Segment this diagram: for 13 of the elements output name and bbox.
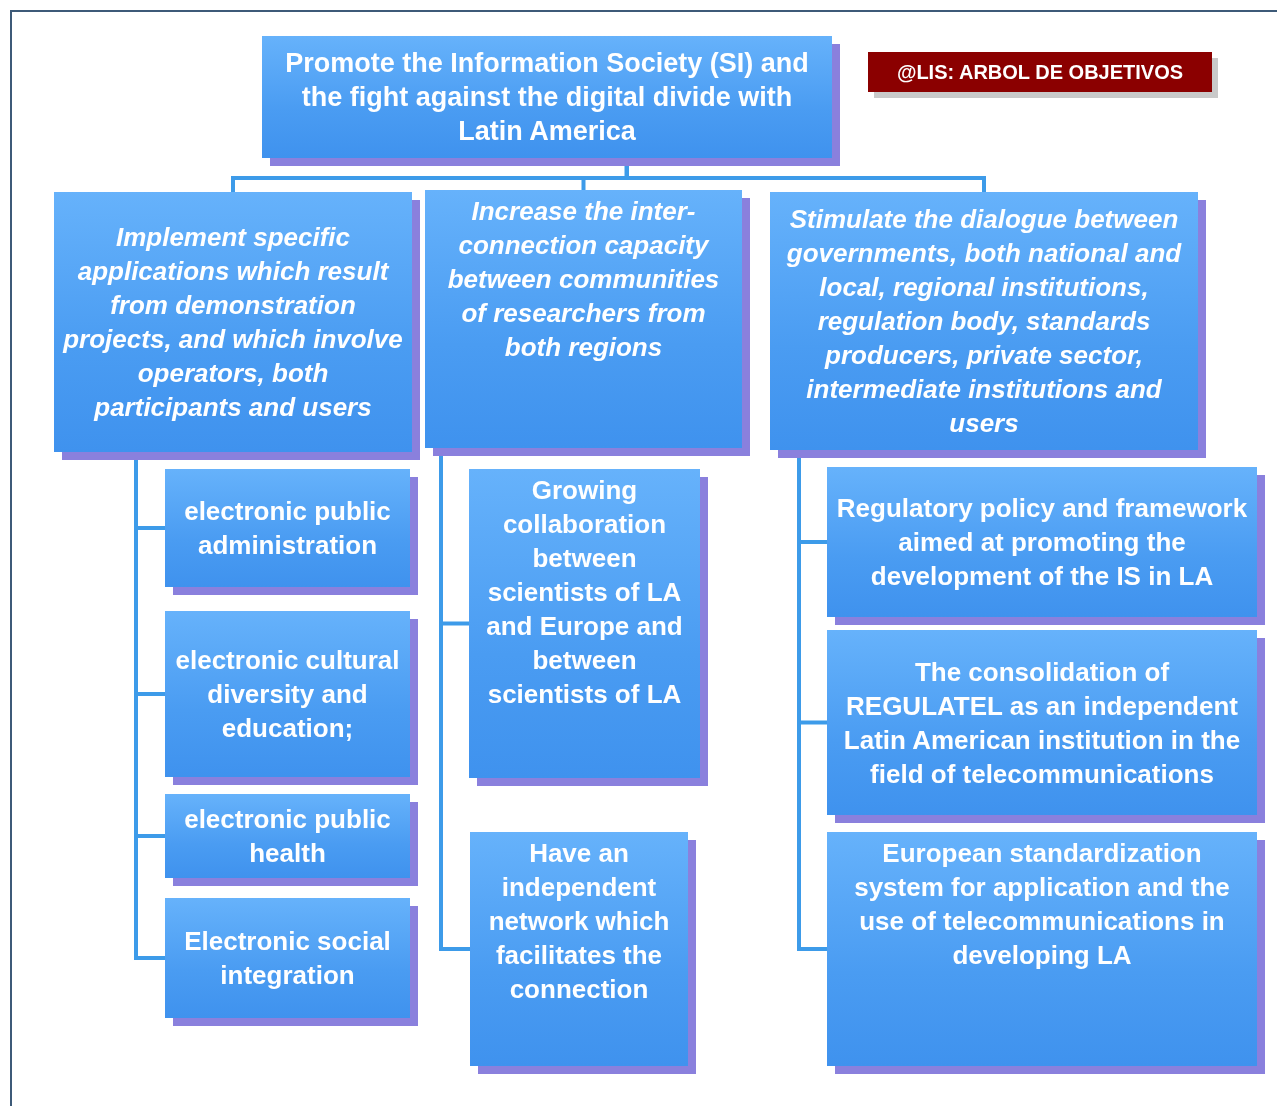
objective-text: Regulatory policy and framework aimed at promoting the development of the IS in LA — [835, 492, 1249, 593]
objective-text: Electronic social integration — [183, 925, 392, 992]
objective-text: Increase the inter-connection capacity between communities of researchers from both regions — [446, 195, 721, 364]
objective-text: Stimulate the dialogue between governments, both national and local, regional institutions, regulation body, standards producers, private sector, intermediate institutions and users — [785, 203, 1183, 440]
objective-text: electronic cultural diversity and education; — [174, 644, 401, 745]
objective-text: Growing collaboration between scientists of LA and Europe and between scientists of LA — [485, 474, 684, 711]
objective-text: electronic public administration — [183, 495, 392, 562]
objective-text: Have an independent network which facilitates the connection — [487, 837, 671, 1006]
objective-text: Implement specific applications which result from demonstration projects, and which involve operators, both participants and users — [62, 221, 404, 424]
objective-text: European standardization system for application and the use of telecommunications in developing LA — [853, 837, 1231, 972]
objective-text: Promote the Information Society (SI) and the fight against the digital divide with Latin America — [284, 47, 810, 148]
objective-text: electronic public health — [183, 803, 392, 870]
objective-text: The consolidation of REGULATEL as an independent Latin American institution in the field of telecommunications — [842, 655, 1242, 791]
